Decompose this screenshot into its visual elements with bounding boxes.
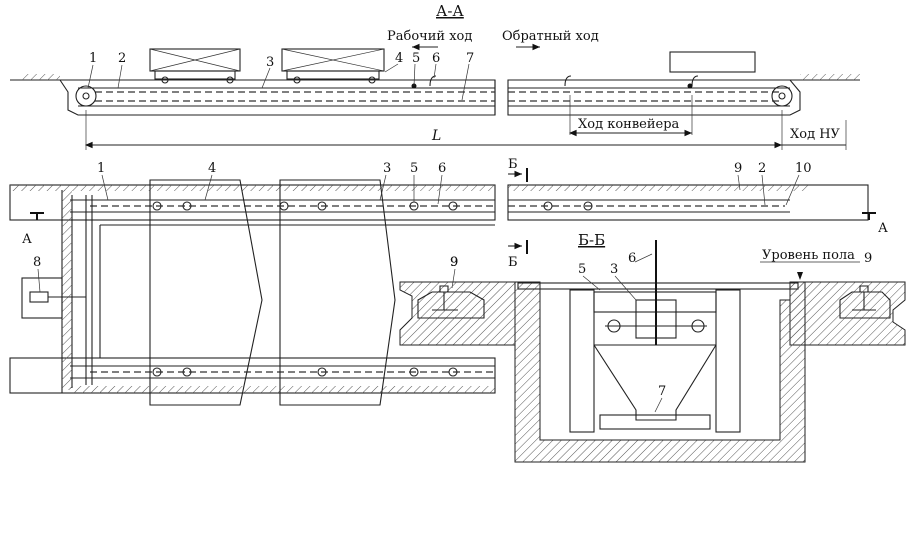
svg-text:3: 3 xyxy=(610,262,618,277)
svg-text:5: 5 xyxy=(410,161,418,176)
drive-unit xyxy=(21,277,63,319)
plan-pushers xyxy=(152,201,593,377)
plan-cart-2 xyxy=(279,179,396,406)
pit-right-outline xyxy=(507,79,801,116)
svg-text:3: 3 xyxy=(266,55,274,70)
ground-hatch-right xyxy=(800,74,860,80)
section-aa-title: А-А xyxy=(436,2,464,20)
section-bb: Б-Б Уровень пола 9 9 xyxy=(399,231,906,463)
svg-text:7: 7 xyxy=(658,384,666,399)
svg-text:7: 7 xyxy=(466,51,474,66)
svg-text:4: 4 xyxy=(395,51,403,66)
svg-text:9: 9 xyxy=(450,255,458,270)
rail-pit-left xyxy=(417,291,485,319)
plan-view: А А Б Б 1 4 3 5 6 9 2 10 8 xyxy=(9,157,888,406)
drive-sprocket xyxy=(75,85,97,107)
pit-left-outline xyxy=(10,79,496,116)
svg-text:2: 2 xyxy=(118,51,126,66)
rail-right xyxy=(852,285,876,311)
lower-chain-guide xyxy=(599,414,711,430)
cover-plate xyxy=(517,282,799,290)
tension-sprocket xyxy=(771,85,793,107)
svg-text:3: 3 xyxy=(383,161,391,176)
ground-hatch-left xyxy=(20,74,60,80)
svg-text:6: 6 xyxy=(432,51,440,66)
svg-text:6: 6 xyxy=(438,161,446,176)
nu-stroke-label: Ход НУ xyxy=(790,127,841,142)
svg-text:А: А xyxy=(22,232,32,247)
svg-text:Б: Б xyxy=(508,255,518,270)
frame-left-column xyxy=(569,289,595,433)
conveyor-stroke-label: Ход конвейера xyxy=(578,117,680,132)
svg-text:4: 4 xyxy=(208,161,216,176)
svg-text:Б: Б xyxy=(508,157,518,172)
svg-text:10: 10 xyxy=(795,161,812,176)
section-aa: А-А Рабочий ход Обратный ход xyxy=(10,2,860,150)
pit-walls xyxy=(514,281,806,463)
floor-level-label: Уровень пола xyxy=(762,248,855,263)
hopper xyxy=(593,344,717,421)
callouts-plan: 1 4 3 5 6 9 2 10 8 9 xyxy=(33,161,812,293)
svg-text:5: 5 xyxy=(412,51,420,66)
svg-text:5: 5 xyxy=(578,262,586,277)
callouts-bb: 5 3 6 7 xyxy=(578,251,666,413)
ground-right xyxy=(789,281,906,346)
pusher-hook xyxy=(429,75,437,87)
svg-text:8: 8 xyxy=(33,255,41,270)
working-direction-label: Рабочий ход xyxy=(387,29,472,44)
length-label: L xyxy=(431,128,441,144)
svg-text:9: 9 xyxy=(734,161,742,176)
svg-text:2: 2 xyxy=(758,161,766,176)
svg-text:9: 9 xyxy=(864,251,872,266)
return-direction-label: Обратный ход xyxy=(502,29,599,44)
rail-left xyxy=(432,285,458,311)
plan-cart-1 xyxy=(149,179,263,406)
svg-text:9: 9 xyxy=(450,255,458,270)
svg-text:1: 1 xyxy=(89,51,97,66)
callouts-aa: 1 2 3 4 5 6 7 xyxy=(87,51,474,101)
svg-text:6: 6 xyxy=(628,251,636,266)
cart-3 xyxy=(669,51,756,73)
svg-text:1: 1 xyxy=(97,161,105,176)
floor-level-marker xyxy=(797,272,803,280)
svg-text:А: А xyxy=(878,221,888,236)
section-bb-title: Б-Б xyxy=(578,231,605,249)
frame-right-column xyxy=(715,289,741,433)
